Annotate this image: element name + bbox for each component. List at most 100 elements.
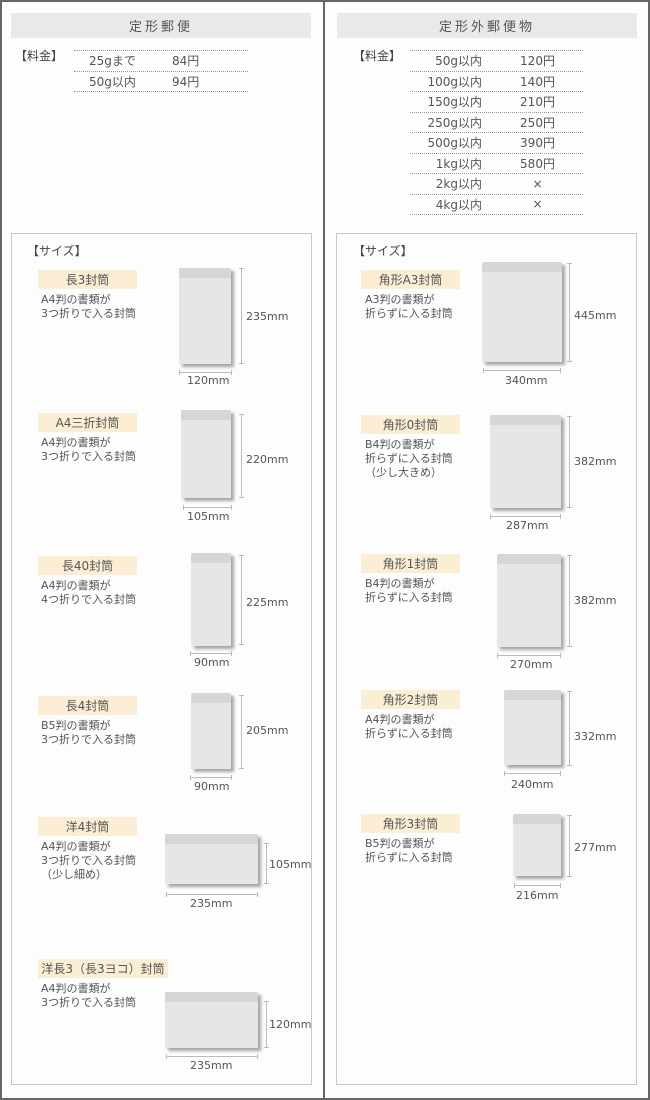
fee-price: ×	[532, 197, 543, 212]
envelope-width: 270mm	[510, 658, 553, 671]
height-dimension-line	[264, 843, 269, 884]
envelope-illustration	[191, 553, 231, 646]
envelope-height: 277mm	[574, 841, 617, 854]
fee-weight: 500g以内	[427, 136, 482, 151]
envelope-description: A4判の書類が 3つ折りで入る封筒	[41, 293, 136, 320]
envelope-height: 105mm	[269, 858, 312, 871]
width-dimension-line	[504, 771, 561, 776]
width-dimension-line	[166, 892, 258, 897]
envelope-illustration	[482, 262, 562, 362]
fee-row: 50g以内 120円	[410, 51, 583, 72]
envelope-description: A4判の書類が 折らずに入る封筒	[365, 713, 453, 740]
envelope-description: A4判の書類が 3つ折りで入る封筒 （少し細め）	[41, 840, 136, 881]
envelope-height: 220mm	[246, 453, 289, 466]
width-dimension-line	[190, 651, 232, 656]
standard-mail-column: 定形郵便 【料金】 25gまで 84円 50g以内 94円 【サイズ】 長3封筒…	[11, 13, 312, 1085]
section-title: 定形外郵便物	[337, 13, 637, 38]
envelope-description: B5判の書類が 折らずに入る封筒	[365, 837, 453, 864]
height-dimension-line	[239, 555, 244, 645]
width-dimension-line	[183, 505, 232, 510]
width-dimension-line	[497, 653, 561, 658]
envelope-description: B5判の書類が 3つ折りで入る封筒	[41, 719, 136, 746]
height-dimension-line	[239, 414, 244, 498]
envelope-illustration	[513, 814, 561, 876]
envelope-name: 長3封筒	[38, 270, 137, 289]
envelope-name: 洋長3（長3ヨコ）封筒	[38, 959, 168, 978]
fee-weight: 50g以内	[435, 54, 482, 69]
fee-weight: 50g以内	[89, 74, 136, 89]
fee-label: 【料金】	[15, 49, 64, 63]
envelope-description: A3判の書類が 折らずに入る封筒	[365, 293, 453, 320]
fee-row: 1kg以内 580円	[410, 154, 583, 174]
fee-weight: 25gまで	[89, 54, 136, 69]
fee-weight: 2kg以内	[435, 177, 482, 192]
envelope-width: 120mm	[187, 374, 230, 387]
fee-price: 84円	[172, 54, 200, 69]
fee-price: 120円	[520, 54, 555, 69]
size-label: 【サイズ】	[27, 244, 87, 258]
envelope-width: 105mm	[187, 510, 230, 523]
fee-price: 210円	[520, 95, 555, 110]
envelope-width: 287mm	[506, 519, 549, 532]
envelope-illustration	[490, 415, 561, 508]
envelope-description: A4判の書類が 3つ折りで入る封筒	[41, 982, 136, 1009]
height-dimension-line	[567, 555, 572, 647]
envelope-width: 235mm	[190, 897, 233, 910]
envelope-height: 225mm	[246, 596, 289, 609]
fee-price: 94円	[172, 74, 200, 89]
envelope-description: A4判の書類が 4つ折りで入る封筒	[41, 579, 136, 606]
envelope-name: 角形3封筒	[361, 814, 460, 833]
envelope-width: 235mm	[190, 1059, 233, 1072]
fee-label: 【料金】	[353, 49, 402, 63]
height-dimension-line	[567, 815, 572, 877]
fee-weight: 1kg以内	[435, 156, 482, 171]
envelope-width: 90mm	[194, 656, 230, 669]
fee-price: 140円	[520, 74, 555, 89]
envelope-illustration	[497, 554, 561, 647]
envelope-description: B4判の書類が 折らずに入る封筒 （少し大きめ）	[365, 438, 453, 479]
envelope-name: 洋4封筒	[38, 817, 137, 836]
fee-price: ×	[532, 176, 543, 191]
envelope-width: 340mm	[505, 374, 548, 387]
width-dimension-line	[490, 514, 561, 519]
envelope-description: B4判の書類が 折らずに入る封筒	[365, 577, 453, 604]
fee-weight: 150g以内	[427, 95, 482, 110]
width-dimension-line	[514, 883, 561, 888]
envelope-illustration	[504, 690, 561, 765]
height-dimension-line	[567, 263, 572, 362]
envelope-description: A4判の書類が 3つ折りで入る封筒	[41, 436, 136, 463]
fee-price: 250円	[520, 115, 555, 130]
height-dimension-line	[567, 416, 572, 508]
envelope-illustration	[165, 834, 258, 884]
height-dimension-line	[239, 695, 244, 769]
fee-weight: 250g以内	[427, 115, 482, 130]
envelope-height: 235mm	[246, 310, 289, 323]
fee-row: 2kg以内 ×	[410, 174, 583, 195]
width-dimension-line	[483, 368, 561, 373]
envelope-height: 120mm	[269, 1018, 312, 1031]
envelope-name: A4三折封筒	[38, 413, 137, 432]
fee-price: 390円	[520, 136, 555, 151]
envelope-illustration	[179, 268, 231, 364]
height-dimension-line	[264, 1001, 269, 1048]
envelope-width: 216mm	[516, 889, 559, 902]
envelope-height: 445mm	[574, 309, 617, 322]
height-dimension-line	[567, 691, 572, 766]
fee-row: 250g以内 250円	[410, 113, 583, 133]
fee-row: 150g以内 210円	[410, 92, 583, 113]
column-divider	[323, 0, 325, 1100]
envelope-name: 角形A3封筒	[361, 270, 460, 289]
fee-price: 580円	[520, 156, 555, 171]
envelope-height: 382mm	[574, 594, 617, 607]
envelope-width: 240mm	[511, 778, 554, 791]
width-dimension-line	[166, 1054, 258, 1059]
fee-row: 4kg以内×	[410, 195, 583, 215]
envelope-name: 角形1封筒	[361, 554, 460, 573]
size-panel	[336, 233, 637, 1085]
envelope-name: 角形2封筒	[361, 690, 460, 709]
envelope-illustration	[181, 410, 231, 498]
envelope-illustration	[165, 992, 258, 1048]
envelope-height: 382mm	[574, 455, 617, 468]
